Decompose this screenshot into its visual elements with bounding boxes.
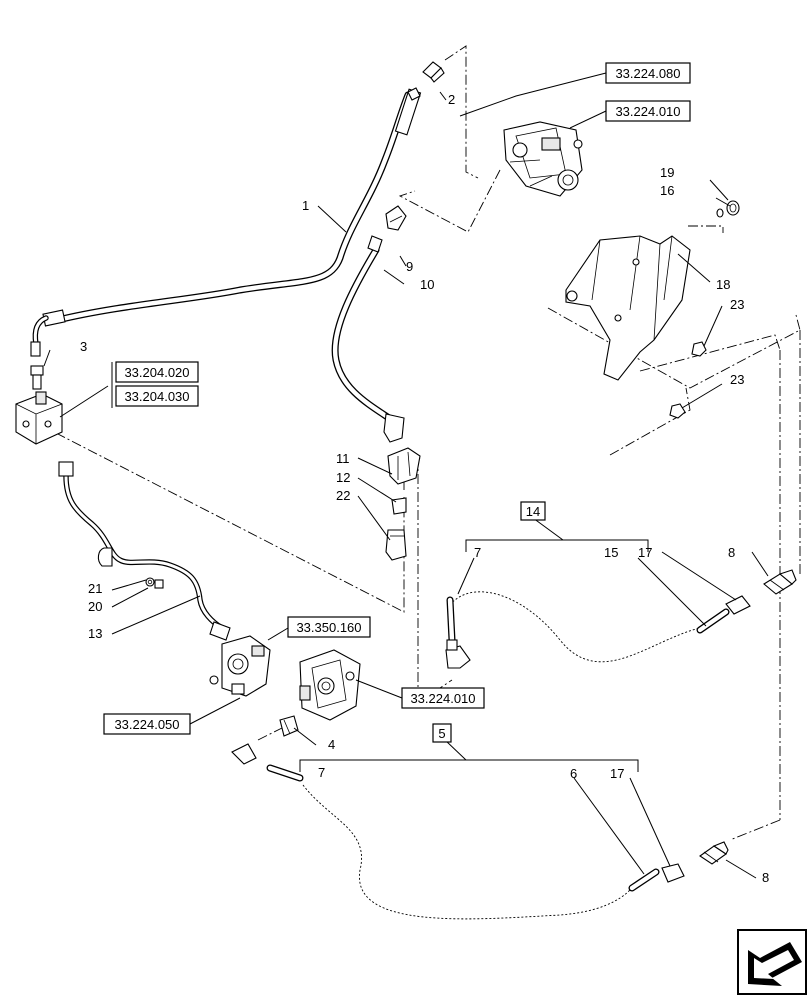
hose-5-end-6-17 <box>628 863 685 892</box>
callout-7-top: 7 <box>474 545 481 560</box>
group-bracket-5 <box>299 739 639 772</box>
hose-1 <box>30 87 422 357</box>
callout-19: 19 <box>660 165 674 180</box>
callout-17-top: 17 <box>638 545 652 560</box>
coupler-8-bottom <box>699 841 729 865</box>
svg-text:14: 14 <box>526 504 540 519</box>
callout-5-box: 5 <box>432 723 452 743</box>
callout-15: 15 <box>604 545 618 560</box>
svg-text:33.204.020: 33.204.020 <box>124 365 189 380</box>
callout-21: 21 <box>88 581 102 596</box>
callout-9: 9 <box>406 259 413 274</box>
leader-lines <box>43 72 769 879</box>
hose-5-end-7 <box>231 743 304 782</box>
svg-text:33.224.010: 33.224.010 <box>410 691 475 706</box>
svg-text:33.350.160: 33.350.160 <box>296 620 361 635</box>
callout-4: 4 <box>328 737 335 752</box>
callout-1: 1 <box>302 198 309 213</box>
fitting-11 <box>387 447 421 485</box>
valve-assembly-top <box>503 121 583 197</box>
svg-text:33.204.030: 33.204.030 <box>124 389 189 404</box>
callout-16: 16 <box>660 183 674 198</box>
svg-text:33.224.050: 33.224.050 <box>114 717 179 732</box>
fitting-3 <box>30 365 44 390</box>
ref-33-224-050[interactable]: 33.224.050 <box>103 713 191 735</box>
callout-22: 22 <box>336 488 350 503</box>
fittings-20-21 <box>145 577 164 589</box>
svg-text:33.224.010: 33.224.010 <box>615 104 680 119</box>
ref-33-224-080[interactable]: 33.224.080 <box>605 62 691 84</box>
callout-18: 18 <box>716 277 730 292</box>
ref-33-204-020[interactable]: 33.204.020 <box>115 361 199 383</box>
valve-33-350-160 <box>209 635 271 697</box>
group-bracket-14 <box>465 517 649 552</box>
ref-33-204-030[interactable]: 33.204.030 <box>115 385 199 407</box>
fitting-4 <box>279 715 299 737</box>
callout-2: 2 <box>448 92 455 107</box>
previous-page-arrow-icon[interactable] <box>737 929 807 995</box>
ref-33-224-010-mid[interactable]: 33.224.010 <box>401 687 485 709</box>
svg-text:33.224.080: 33.224.080 <box>615 66 680 81</box>
callout-20: 20 <box>88 599 102 614</box>
valve-block <box>15 391 63 445</box>
tube-13 <box>58 461 231 641</box>
callout-23-b: 23 <box>730 372 744 387</box>
ref-33-350-160[interactable]: 33.350.160 <box>287 616 371 638</box>
callout-8-bottom: 8 <box>762 870 769 885</box>
callout-14-box: 14 <box>520 501 546 521</box>
hose-14-end-7 <box>445 596 471 669</box>
callout-6: 6 <box>570 766 577 781</box>
ref-33-224-010-top[interactable]: 33.224.010 <box>605 100 691 122</box>
callout-17-bottom: 17 <box>610 766 624 781</box>
nut-23-a <box>691 341 707 357</box>
o-rings-19-16 <box>716 200 740 218</box>
fitting-9 <box>385 205 407 231</box>
bracket-18 <box>565 235 691 381</box>
callout-7-bottom: 7 <box>318 765 325 780</box>
svg-text:5: 5 <box>438 726 445 741</box>
callout-13: 13 <box>88 626 102 641</box>
callout-23-a: 23 <box>730 297 744 312</box>
callout-10: 10 <box>420 277 434 292</box>
callout-11: 11 <box>336 451 350 466</box>
callout-8-top: 8 <box>728 545 735 560</box>
hose-10 <box>331 235 405 443</box>
callout-12: 12 <box>336 470 350 485</box>
fitting-22 <box>385 529 407 561</box>
callout-numbers: 2 1 3 9 10 11 12 22 21 20 13 19 16 18 23… <box>80 92 769 885</box>
dotted-hose-paths <box>302 591 701 920</box>
fitting-2 <box>422 61 445 83</box>
valve-33-224-010-mid <box>299 649 361 721</box>
coupler-8-top <box>763 569 797 595</box>
hose-14-end-15-17 <box>696 595 751 634</box>
nut-23-b <box>669 403 686 419</box>
callout-3: 3 <box>80 339 87 354</box>
